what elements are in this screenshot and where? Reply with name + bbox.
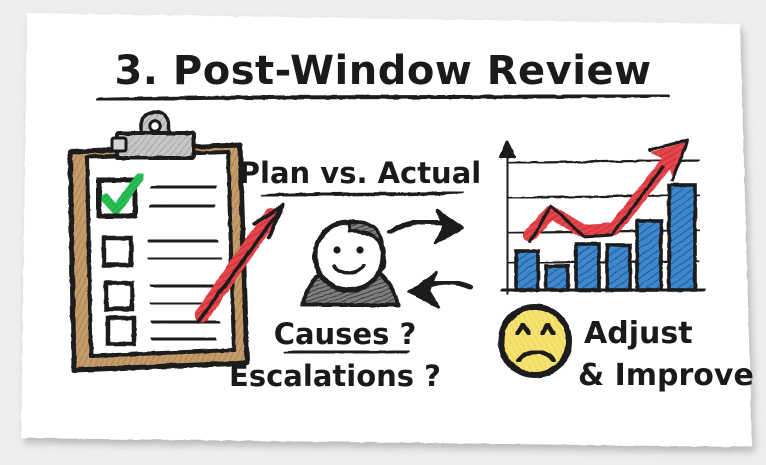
checklist-item[interactable] <box>101 235 222 268</box>
title-underline <box>96 93 670 102</box>
checklist-line <box>147 255 222 262</box>
chart-bar <box>514 249 540 292</box>
causes-underline <box>283 349 410 355</box>
bar-chart <box>498 138 706 295</box>
page-title: 3. Post-Window Review <box>96 48 670 102</box>
checkbox-empty[interactable] <box>105 315 137 347</box>
checklist-line <box>150 335 217 343</box>
adjust-line2-text: & Improve <box>578 358 754 393</box>
plan-vs-actual-label: Plan vs. Actual <box>239 156 481 198</box>
clip-left-nub <box>110 136 128 153</box>
arrow-right-head <box>433 208 465 245</box>
checklist-item[interactable] <box>105 315 221 347</box>
person-eye-left <box>333 246 341 254</box>
person-hair <box>347 220 384 245</box>
chart-bar <box>574 242 601 292</box>
adjust-line1-text: Adjust <box>584 316 693 351</box>
checklist-line <box>149 282 222 290</box>
escalations-text: Escalations ? <box>229 359 441 393</box>
trend-line-outline <box>528 165 665 244</box>
clip-hole <box>148 119 162 133</box>
chart-y-axis <box>504 147 511 295</box>
trend-arrow-head-outline <box>647 138 690 182</box>
reviewer-person <box>300 219 400 307</box>
black-arrow-person-to-chart <box>387 208 465 245</box>
checkbox-empty[interactable] <box>103 280 135 312</box>
plan-vs-actual-text: Plan vs. Actual <box>239 156 481 190</box>
chart-y-axis-arrowhead <box>498 140 517 159</box>
red-arrow-clipboard-to-plan <box>194 203 285 324</box>
sad-face-circle <box>498 304 572 378</box>
page-title-text: 3. Post-Window Review <box>114 48 651 94</box>
checklist-item[interactable] <box>96 172 218 219</box>
checklist-line <box>149 183 218 191</box>
sad-face-eye-left <box>514 321 532 337</box>
checklist-line <box>149 202 216 210</box>
chart-bar <box>605 243 632 292</box>
red-arrow-shaft-outline <box>196 208 282 324</box>
chart-bar <box>544 264 570 292</box>
checklist-line <box>150 318 221 326</box>
causes-label: Causes ? <box>274 317 417 355</box>
sad-face <box>498 304 572 378</box>
adjust-improve-label: Adjust & Improve <box>578 316 754 393</box>
causes-text: Causes ? <box>274 317 417 351</box>
plan-vs-actual-underline <box>261 190 464 198</box>
person-smile <box>332 263 366 276</box>
checklist-line <box>147 237 219 245</box>
sad-face-eye-right <box>539 321 557 337</box>
clip-body <box>115 131 196 160</box>
chart-bar <box>667 183 697 292</box>
clipboard-clip <box>110 110 196 160</box>
arrow-left-head <box>407 271 441 309</box>
red-arrow-head-outline <box>252 203 285 239</box>
checkbox-empty[interactable] <box>101 235 134 268</box>
chart-bar <box>635 219 663 292</box>
chart-x-axis <box>500 286 706 294</box>
check-mark-icon <box>100 172 145 215</box>
person-eye-right <box>356 246 364 254</box>
trend-arrow-head-fill <box>650 142 686 178</box>
black-arrow-chart-to-person <box>407 271 473 309</box>
sad-face-frown <box>515 349 557 364</box>
red-trend-arrow <box>523 138 690 244</box>
checklist-clipboard[interactable] <box>67 110 250 373</box>
